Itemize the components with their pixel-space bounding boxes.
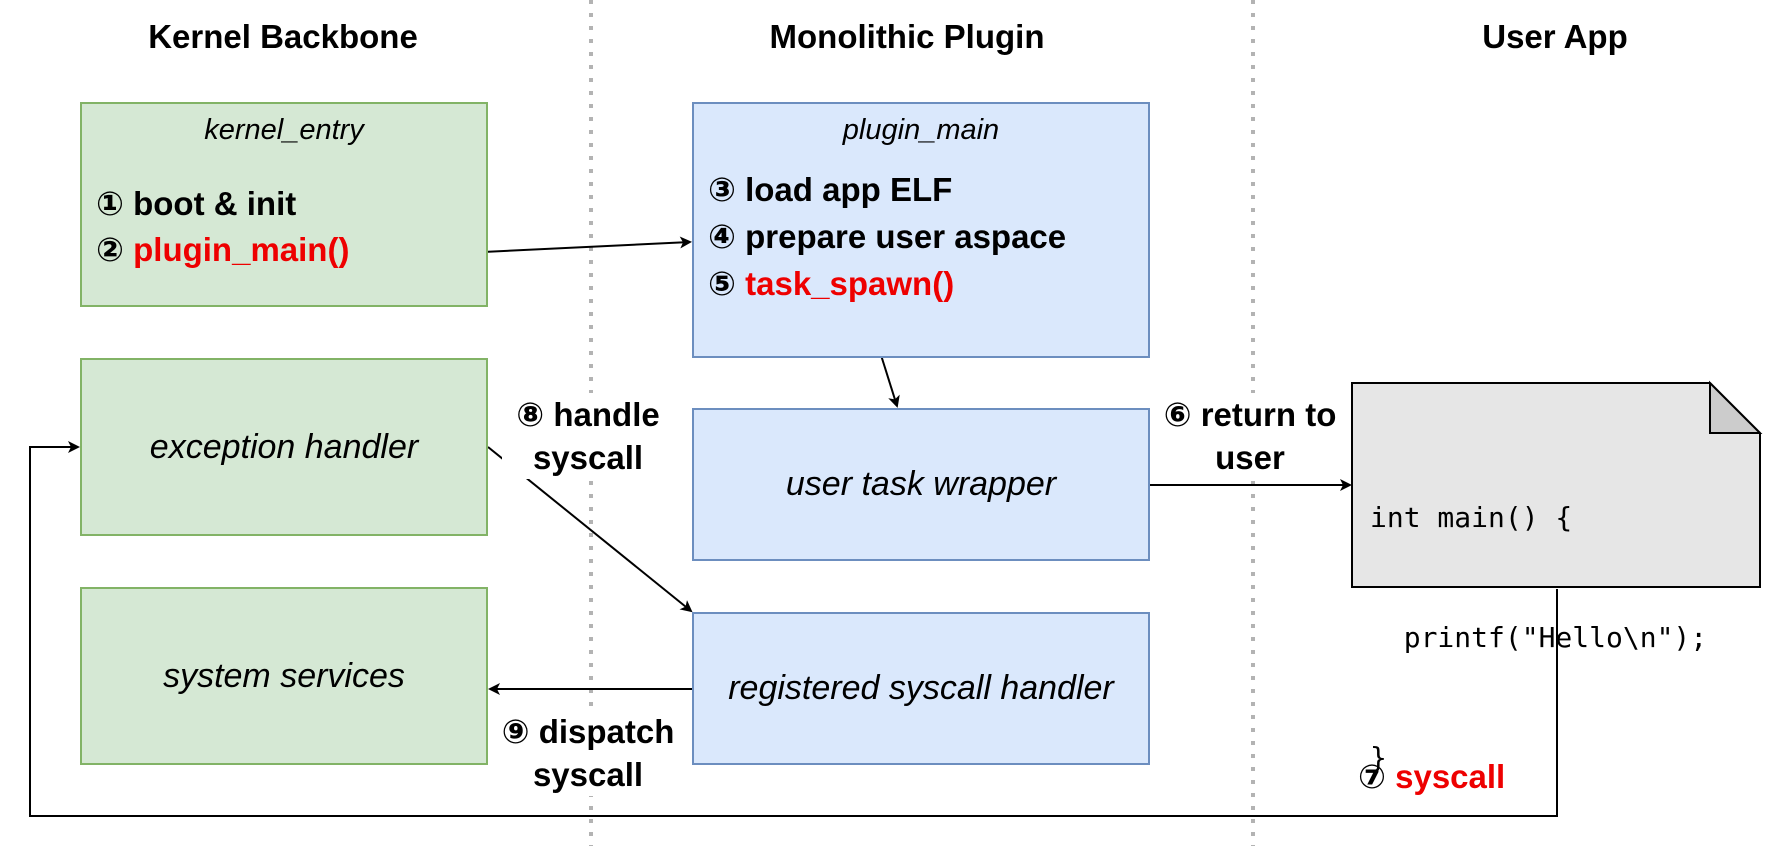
plugin-main-call-text: plugin_main() <box>133 231 350 268</box>
label-line: ⑥ return to <box>1163 396 1337 433</box>
arrow-syscall-loop <box>29 441 1558 817</box>
step-boot-init: ① boot & init <box>96 185 297 222</box>
plugin-main-box: plugin_main ③ load app ELF ④ prepare use… <box>692 102 1150 358</box>
label-handle-syscall: ⑧ handle syscall <box>502 393 674 479</box>
step-number: ⑦ <box>1358 758 1386 795</box>
column-title-plugin: Monolithic Plugin <box>769 18 1045 55</box>
label-line: user <box>1215 439 1285 476</box>
label-line: ⑧ handle <box>516 396 660 433</box>
kernel-entry-box: kernel_entry ① boot & init ② plugin_main… <box>80 102 488 307</box>
kernel-entry-title: kernel_entry <box>204 114 364 146</box>
plugin-main-title: plugin_main <box>842 114 1000 146</box>
system-services-box: system services <box>80 587 488 765</box>
registered-syscall-handler-box: registered syscall handler <box>692 612 1150 765</box>
column-title-user: User App <box>1482 18 1628 55</box>
exception-handler-box: exception handler <box>80 358 488 536</box>
task-spawn-call-text: task_spawn() <box>745 265 955 302</box>
label-line: ⑨ dispatch <box>501 713 675 750</box>
step-plugin-main-call: ② plugin_main() <box>96 230 349 269</box>
step-load-app-elf: ③ load app ELF <box>708 171 953 208</box>
step-task-spawn: ⑤ task_spawn() <box>708 264 954 303</box>
user-app-note-shape <box>1351 382 1761 588</box>
column-title-kernel: Kernel Backbone <box>148 18 418 55</box>
label-line: syscall <box>532 439 644 476</box>
step-prepare-aspace: ④ prepare user aspace <box>708 218 1067 255</box>
code-line: int main() { <box>1370 501 1573 534</box>
label-syscall: ⑦ syscall <box>1358 757 1505 796</box>
step-number: ⑤ <box>708 265 736 302</box>
label-dispatch-syscall: ⑨ dispatch syscall <box>490 710 686 796</box>
user-app-code: int main() { printf("Hello\n"); } <box>1370 418 1707 818</box>
user-task-wrapper-box: user task wrapper <box>692 408 1150 561</box>
label-return-to-user: ⑥ return to user <box>1152 393 1348 479</box>
label-line: syscall <box>532 756 644 793</box>
code-line: printf("Hello\n"); <box>1370 621 1708 654</box>
note-fold-corner <box>1709 380 1763 434</box>
syscall-text: syscall <box>1395 758 1506 795</box>
code-line: } <box>1370 741 1387 774</box>
step-number: ② <box>96 231 124 268</box>
